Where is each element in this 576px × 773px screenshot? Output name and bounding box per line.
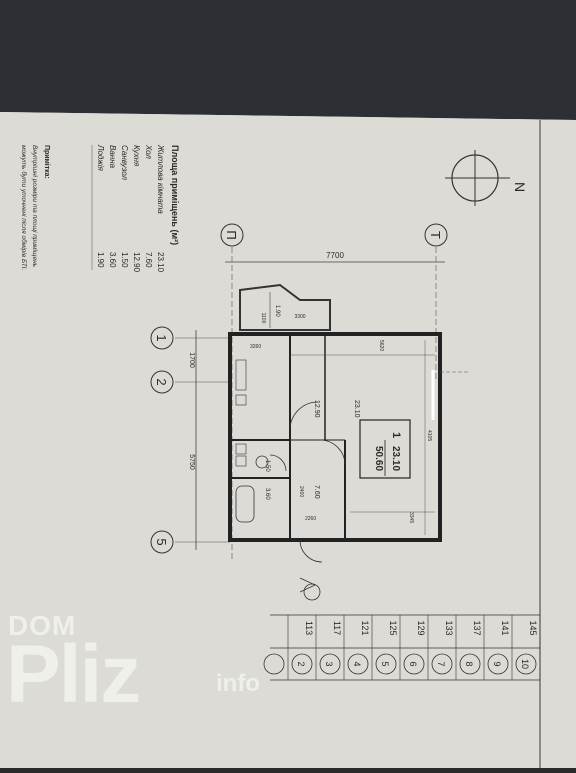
grid-circle-1: 9 [492,661,502,666]
legend-row-2-name: Кухня [132,145,141,167]
watermark-suffix: info [216,670,260,697]
area-wc: 1.50 [264,460,270,472]
apt-total-area: 50.60 [373,446,384,471]
legend-row-0-name: Житлова кімната [156,144,165,214]
note-line-2: можуть бути уточнені після обмірів БТІ. [20,145,28,270]
grid-top-8: 113 [304,621,314,635]
dim-4105: 4105 [426,430,432,441]
legend-row-3-name: Санвузол [120,145,129,181]
legend-row-4-name: Ванна [108,145,117,169]
dim-2400: 2400 [298,486,304,497]
dim-1700: 1700 [188,352,195,368]
legend-row-2-value: 12.90 [132,252,141,273]
grid-circle-2: 8 [464,661,474,666]
legend-row-5-value: 1.90 [96,252,105,268]
axis-letter-p: П [224,230,239,239]
watermark-name: Pliz [6,629,141,720]
dim-balcony-w: 1.90 [274,305,280,317]
dim-3300: 3300 [294,314,305,320]
north-label: N [512,182,528,192]
grid-circle-0: 10 [520,659,530,669]
grid-top-7: 117 [332,621,342,635]
grid-top-0: 145 [528,620,538,635]
grid-top-1: 141 [500,620,510,635]
grid-circle-5: 5 [380,661,390,666]
area-kitchen: 12.90 [313,400,320,418]
grid-top-6: 121 [360,620,370,635]
grid-table: 145 141 137 133 129 125 121 117 113 10 9… [263,614,541,681]
axis-letter-t: Т [428,231,443,239]
loggia: 1.90 3300 1100 [239,283,331,331]
watermark-brand: DOM [8,610,77,641]
apartment-id-box: 1 23.10 50.60 [359,419,411,479]
apt-living-total: 23.10 [390,446,401,471]
grid-top-4: 129 [416,620,426,635]
legend-row-1-name: Хол [144,144,153,159]
grid-top-5: 125 [388,620,398,635]
room-areas: 23.10 12.90 7.60 3.60 1.50 5620 3345 326… [250,340,432,523]
axis-markers: П Т 1 2 5 [150,223,448,554]
legend-row-4-value: 3.60 [108,252,117,268]
apt-number: 1 [390,432,402,438]
grid-top-2: 137 [472,620,482,635]
legend-row-1-value: 7.60 [144,252,153,268]
dim-3345: 3345 [408,512,414,523]
axis-number-1: 1 [154,334,169,341]
grid-circle-6: 4 [352,661,362,666]
area-hall: 7.60 [313,485,320,499]
dim-7700: 7700 [326,251,344,260]
plan-note: Примітка: Внутрішні розміри та площі при… [20,145,51,270]
grid-top-3: 133 [444,620,454,635]
area-legend: Площа приміщень (м²) Житлова кімната 23.… [91,144,180,273]
legend-row-3-value: 1.50 [120,252,129,268]
dim-2260: 2260 [305,516,316,522]
compass-rose: N [445,150,528,206]
note-title: Примітка: [43,145,51,179]
dim-5620: 5620 [378,340,384,351]
grid-circle-8: 2 [296,661,306,666]
dim-5750: 5750 [188,454,195,470]
dark-background [0,0,576,120]
grid-circle-3: 7 [436,661,446,666]
legend-row-5-name: Лоджія [96,144,105,172]
apartment-walls [228,332,470,601]
legend-row-0-value: 23.10 [156,252,165,273]
legend-title: Площа приміщень (м²) [170,145,180,245]
dim-1100: 1100 [260,313,266,324]
area-bath: 3.60 [264,488,270,500]
axis-number-5: 5 [154,538,169,545]
grid-circle-4: 6 [408,661,418,666]
note-line-1: Внутрішні розміри та площі приміщень [31,145,39,268]
dim-3260: 3260 [250,344,261,350]
grid-circle-7: 3 [324,661,334,666]
dimension-left: 1700 5750 [175,330,230,550]
area-living: 23.10 [353,400,360,418]
axis-number-2: 2 [154,378,169,385]
